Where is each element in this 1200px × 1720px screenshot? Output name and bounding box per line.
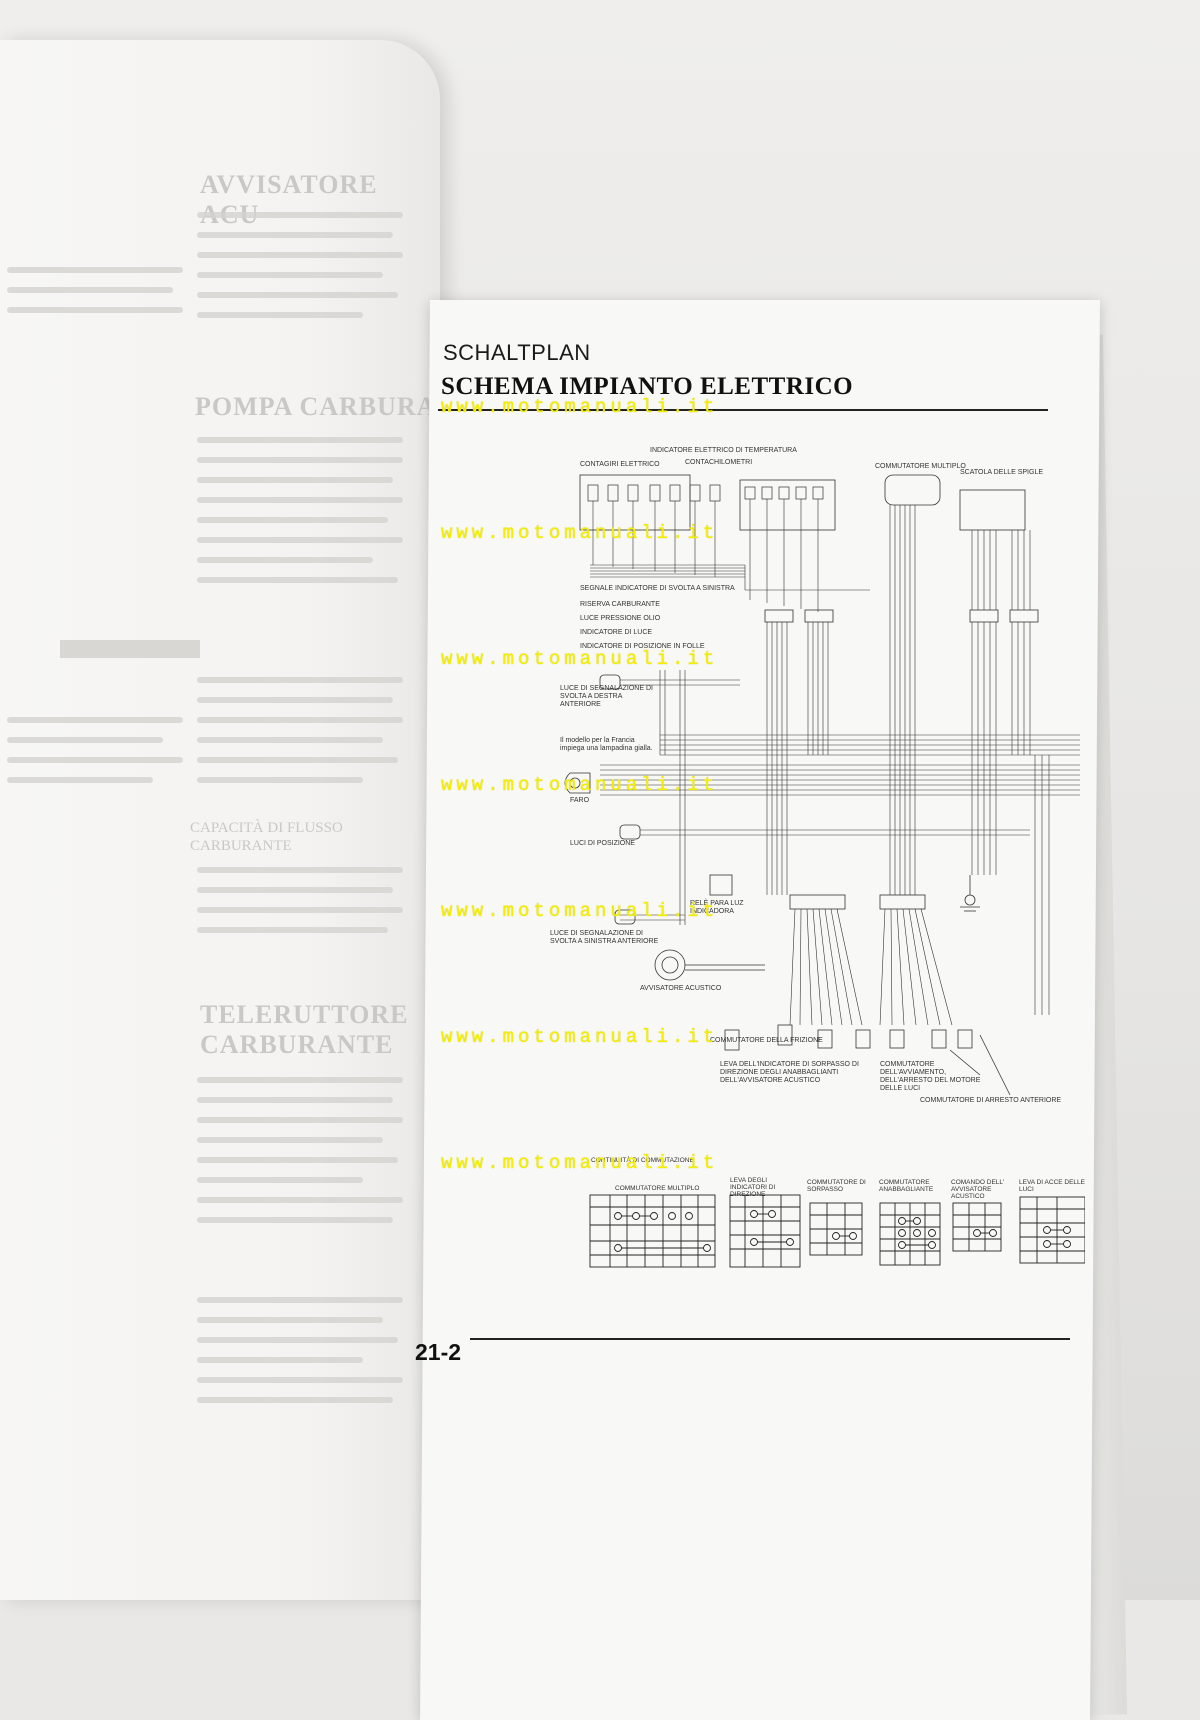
left-heading-2: POMPA CARBURA [195, 392, 437, 421]
label-commutatore-arresto: COMMUTATORE DI ARRESTO ANTERIORE [920, 1097, 1062, 1104]
left-page: AVVISATORE ACU POMPA CARBURA TELERUTTORE… [0, 40, 440, 1600]
label-rele: RELÈ PARA LUZ INDICADORA [690, 900, 744, 915]
label-luce-svolta-dx: LUCE DI SEGNALAZIONE DI SVOLTA A DESTRA … [560, 685, 653, 708]
label-legend-3: LUCE PRESSIONE OLIO [580, 615, 661, 622]
label-contachilometri: CONTACHILOMETRI [685, 459, 753, 466]
page-number: 21-2 [415, 1339, 462, 1365]
watermark-7: www.motomanuali.it [441, 1152, 719, 1174]
table-title-leva-luci: LEVA DI ACCE DELLE LUCI [1019, 1179, 1085, 1193]
label-luce-svolta-sx: LUCE DI SEGNALAZIONE DI SVOLTA A SINISTR… [550, 930, 659, 945]
label-legend-4: INDICATORE DI LUCE [580, 629, 653, 636]
label-faro: FARO [570, 797, 590, 804]
left-fragment-1: CAPACITÀ DI FLUSSO [190, 820, 343, 836]
page-subtitle: SCHALTPLAN [443, 340, 591, 365]
label-scatola-spie: SCATOLA DELLE SPIGLE [960, 469, 1044, 476]
left-page-text-lines [7, 212, 403, 1403]
label-legend-1: SEGNALE INDICATORE DI SVOLTA A SINISTRA [580, 585, 735, 592]
left-fragment-2: CARBURANTE [190, 838, 292, 854]
label-contagiri: CONTAGIRI ELETTRICO [580, 461, 660, 468]
label-avvisatore: AVVISATORE ACUSTICO [640, 985, 722, 992]
table-title-commutatore-sorpasso: COMMUTATORE DI SORPASSO [807, 1179, 866, 1193]
label-legend-2: RISERVA CARBURANTE [580, 601, 660, 608]
table-title-comando-avvisatore: COMANDO DELL' AVVISATORE ACUSTICO [951, 1179, 1005, 1200]
left-heading-3: TELERUTTORE CARBURANTE [200, 1000, 409, 1059]
label-legend-5: INDICATORE DI POSIZIONE IN FOLLE [580, 643, 705, 650]
switch-tables-grid [589, 1194, 1085, 1268]
label-luci-posizione: LUCI DI POSIZIONE [570, 840, 635, 847]
watermark-6: www.motomanuali.it [441, 1026, 719, 1048]
page-title: SCHEMA IMPIANTO ELETTRICO [441, 373, 854, 400]
label-leva-sorpasso: LEVA DELL'INDICATORE DI SORPASSO DI DIRE… [720, 1061, 859, 1084]
wiring-diagram: CONTAGIRI ELETTRICO INDICATORE ELETTRICO… [550, 447, 1080, 1135]
watermark-1: www.motomanuali.it [441, 396, 719, 418]
label-modello-francia: Il modello per la Francia impiega una la… [560, 737, 653, 752]
table-title-leva-indicatori: LEVA DEGLI INDICATORI DI DIREZIONE [730, 1177, 776, 1198]
switch-tables-header: CONTINUITÀ DI COMMUTAZIONE [591, 1157, 694, 1164]
label-commutatore-multiplo: COMMUTATORE MULTIPLO [875, 463, 966, 470]
table-title-commutatore-multiplo: COMMUTATORE MULTIPLO [615, 1185, 700, 1192]
watermark-4: www.motomanuali.it [441, 774, 719, 796]
footer-rule [470, 1338, 1070, 1340]
table-title-commutatore-anabbagliante: COMMUTATORE ANABBAGLIANTE [879, 1179, 934, 1193]
switch-continuity-tables: CONTINUITÀ DI COMMUTAZIONE [585, 1155, 1085, 1305]
label-commutatore-frizione: COMMUTATORE DELLA FRIZIONE [710, 1037, 823, 1044]
watermark-5: www.motomanuali.it [441, 900, 719, 922]
watermark-3: www.motomanuali.it [441, 648, 719, 670]
wiring-diagram-lines [564, 474, 1080, 1096]
title-rule [438, 409, 1048, 411]
label-commutatore-avviamento: COMMUTATORE DELL'AVVIAMENTO, DELL'ARREST… [880, 1061, 981, 1092]
watermark-2: www.motomanuali.it [441, 522, 719, 544]
label-indicatore-temp: INDICATORE ELETTRICO DI TEMPERATURA [650, 447, 797, 454]
